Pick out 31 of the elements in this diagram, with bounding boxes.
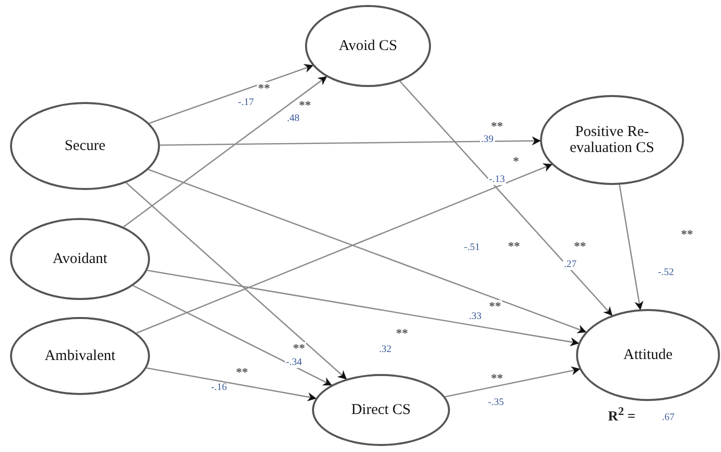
path-arrow bbox=[400, 80, 612, 316]
path-arrow bbox=[618, 184, 644, 310]
variable-name: Positive Re-evaluation CS bbox=[568, 124, 656, 156]
path-coefficient: -.34 bbox=[285, 358, 303, 368]
path-coefficient: -.17 bbox=[237, 98, 255, 108]
path-arrow bbox=[147, 270, 580, 346]
path-coefficient: -.51 bbox=[463, 243, 481, 253]
path-arrow bbox=[123, 76, 328, 228]
variable-name: Direct CS bbox=[351, 402, 411, 418]
path-coefficient: -.52 bbox=[657, 268, 675, 278]
path-coefficient: .32 bbox=[378, 345, 392, 355]
path-arrow bbox=[160, 136, 541, 146]
path-coefficient: .39 bbox=[480, 135, 494, 145]
path-coefficient: .27 bbox=[563, 260, 578, 270]
path-coefficient: -.13 bbox=[488, 175, 506, 185]
path-arrow bbox=[445, 366, 580, 398]
variable-name: Ambivalent bbox=[44, 348, 116, 364]
path-coefficient: -.35 bbox=[487, 398, 505, 408]
path-coefficient: .48 bbox=[286, 114, 300, 124]
variable-name: Secure bbox=[64, 138, 106, 154]
path-arrow bbox=[148, 64, 314, 124]
r-squared-value: .67 bbox=[662, 413, 674, 423]
path-arrow bbox=[126, 182, 347, 380]
variable-name: Avoidant bbox=[52, 250, 108, 268]
path-coefficient: .33 bbox=[468, 312, 482, 322]
path-coefficient: -.16 bbox=[210, 383, 228, 393]
r-squared-label: R$^{2}$ = bbox=[608, 406, 636, 425]
path-arrow bbox=[146, 367, 317, 402]
variable-name: Attitude bbox=[623, 346, 673, 364]
path-arrow bbox=[132, 285, 332, 386]
variable-name: Avoid CS bbox=[338, 38, 398, 54]
